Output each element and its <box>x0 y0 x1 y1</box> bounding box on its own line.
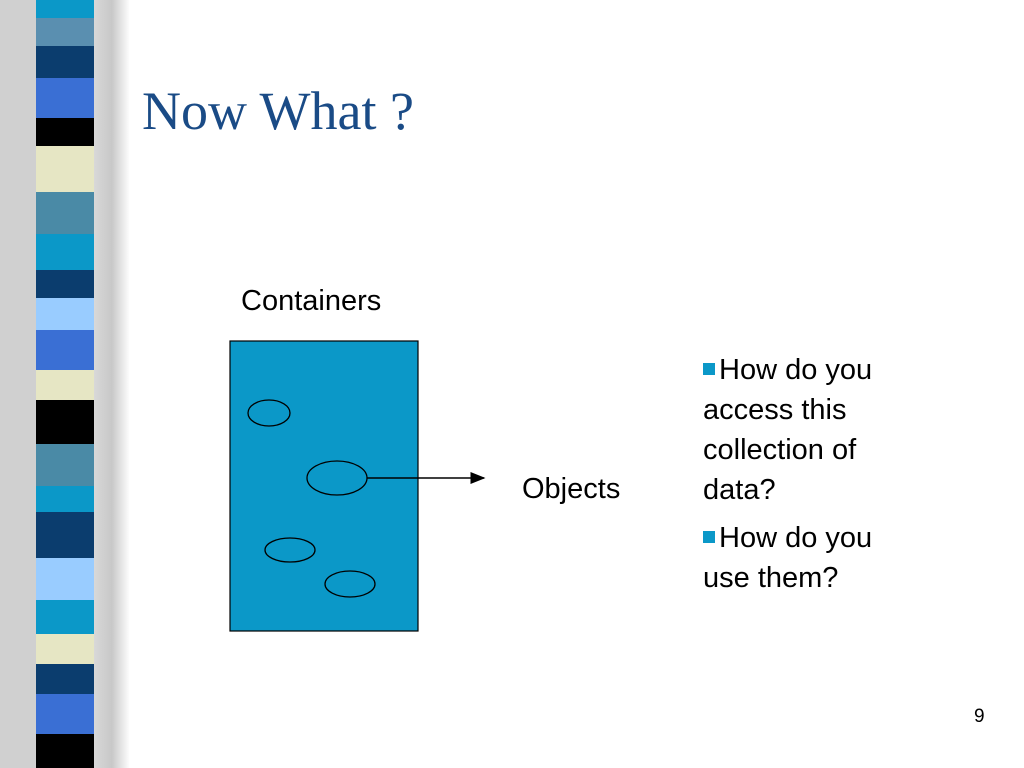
square-bullet-icon <box>703 363 715 375</box>
page-number: 9 <box>974 706 985 727</box>
decorative-stripe-bar <box>0 0 130 768</box>
question-item: How do you use them? <box>703 518 923 598</box>
question-text: How do you access this collection of dat… <box>703 354 873 506</box>
square-bullet-icon <box>703 531 715 543</box>
question-text: How do you use them? <box>703 522 873 594</box>
objects-label: Objects <box>522 473 620 505</box>
object-ellipse <box>324 570 376 598</box>
containers-label: Containers <box>241 285 381 317</box>
container-box <box>229 340 419 632</box>
question-list: How do you access this collection of dat… <box>703 350 923 606</box>
question-item: How do you access this collection of dat… <box>703 350 923 510</box>
slide-title: Now What ? <box>142 81 414 141</box>
stripe-segments <box>36 0 94 768</box>
object-ellipse <box>247 399 291 427</box>
object-ellipse <box>264 537 316 563</box>
